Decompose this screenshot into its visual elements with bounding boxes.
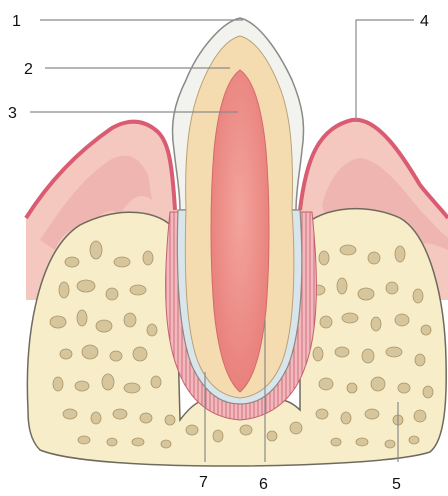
leader-line-4: [356, 20, 414, 122]
label-3: 3: [8, 105, 17, 122]
label-2: 2: [24, 61, 33, 78]
label-7: 7: [199, 474, 208, 491]
label-6: 6: [259, 476, 268, 493]
tooth-pulp: [211, 70, 269, 392]
label-5: 5: [392, 476, 401, 493]
label-1: 1: [12, 13, 21, 30]
label-4: 4: [420, 13, 429, 30]
